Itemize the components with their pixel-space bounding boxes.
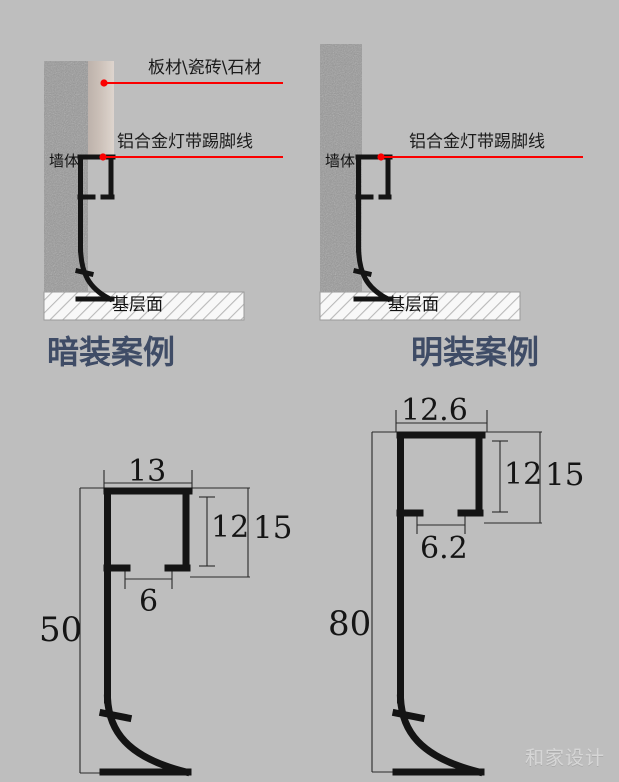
right-callout-leaders	[377, 153, 583, 161]
right-dim-channel-depth: 12	[504, 457, 543, 492]
right-wall-body	[320, 44, 362, 292]
right-dim-lines	[371, 410, 542, 773]
left-dim-channel-depth: 12	[211, 510, 250, 545]
right-dimension-drawing	[371, 410, 542, 777]
callout-dot-profile	[99, 153, 107, 161]
left-detail-drawing	[43, 61, 283, 321]
left-dim-head-height: 15	[253, 510, 293, 546]
left-callout-panel-label: 板材\瓷砖\石材	[148, 58, 262, 78]
right-profile-shape	[391, 431, 486, 777]
left-dim-width-total: 13	[128, 454, 167, 489]
left-finish-panel	[88, 61, 114, 156]
left-base-label: 基层面	[112, 295, 163, 315]
callout-dot-profile	[377, 153, 385, 161]
right-dim-slot-opening: 6.2	[420, 531, 468, 566]
right-base-layer	[319, 291, 521, 321]
callout-dot-panel	[100, 79, 108, 87]
right-dim-head-height: 15	[545, 457, 585, 493]
right-callout-profile-label: 铝合金灯带踢脚线	[409, 132, 545, 152]
left-dimension-drawing	[79, 470, 250, 777]
left-callout-leaders	[99, 79, 283, 161]
right-dim-overall-height: 80	[328, 604, 372, 644]
left-profile-shape	[98, 487, 193, 777]
right-case-title: 明装案例	[411, 333, 540, 371]
right-wall-label: 墙体	[325, 152, 356, 170]
left-wall-label: 墙体	[49, 152, 80, 170]
left-case-title: 暗装案例	[47, 333, 176, 371]
right-dim-width-total: 12.6	[401, 393, 468, 428]
watermark: 和家设计	[524, 747, 605, 769]
right-base-label: 基层面	[388, 295, 439, 315]
right-detail-drawing	[319, 44, 583, 321]
left-dim-slot-opening: 6	[139, 584, 159, 619]
left-callout-profile-label: 铝合金灯带踢脚线	[117, 132, 253, 152]
left-dim-overall-height: 50	[39, 610, 83, 650]
